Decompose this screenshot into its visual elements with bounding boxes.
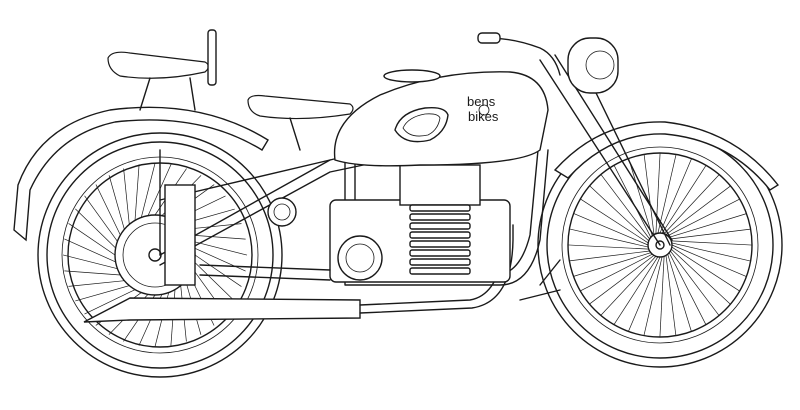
wheel-spoke: [671, 248, 731, 305]
wheel-spoke: [569, 228, 649, 248]
wheel-spoke: [134, 164, 140, 221]
cylinder-fins: [409, 204, 471, 275]
wheel-spoke: [655, 152, 661, 234]
wheel-spoke: [657, 154, 677, 234]
carburetor-block: [399, 164, 481, 206]
wheel-spoke: [62, 254, 118, 270]
rear-fender: [13, 106, 269, 242]
wheel-spoke: [95, 184, 121, 236]
handlebar-grip: [477, 32, 501, 44]
wheel-spoke: [671, 242, 751, 262]
wheel-spoke: [573, 252, 651, 277]
wheel-spoke: [643, 154, 655, 235]
wheel-spoke: [589, 255, 655, 305]
wheel-spoke: [194, 261, 235, 302]
wheel-spoke: [64, 238, 116, 263]
front-fork: [539, 37, 673, 246]
wheel-spoke: [670, 250, 720, 316]
rear-axle-hub: [148, 248, 162, 262]
front-fender: [553, 121, 780, 191]
wheel-spoke: [68, 280, 125, 287]
wheel-spoke: [600, 174, 650, 240]
engine: [164, 164, 511, 286]
wheel-spoke: [75, 208, 116, 249]
wheel-spoke: [589, 185, 649, 242]
cylinder-fin: [409, 222, 471, 230]
wheel-spoke: [573, 213, 649, 246]
wheel-spoke: [194, 247, 246, 272]
exhaust-muffler: [83, 297, 361, 323]
cylinder-fin: [409, 267, 471, 275]
fuel-cap: [383, 69, 441, 83]
wheel-spoke: [189, 234, 246, 240]
wheel-spoke: [659, 256, 665, 338]
wheel-spoke: [628, 256, 661, 332]
wheel-spoke: [68, 223, 116, 256]
wheel-spoke: [671, 240, 753, 246]
wheel-spoke: [665, 185, 731, 235]
wheel-spoke: [567, 244, 649, 250]
cylinder-fin: [409, 213, 471, 221]
gearbox-housing: [164, 184, 196, 286]
watermark-line1: bens: [467, 94, 496, 109]
wheel-spoke: [580, 198, 649, 244]
wheel-spoke: [108, 175, 125, 230]
watermark-line2: bikes: [468, 109, 499, 124]
wheel-spoke: [670, 228, 751, 240]
cylinder-fin: [409, 240, 471, 248]
wheel-spoke: [613, 256, 659, 325]
air-filter: [267, 197, 297, 227]
wheel-spoke: [661, 165, 707, 234]
front-wheel-spokes: [567, 152, 753, 338]
watermark: bens bikes: [467, 94, 499, 124]
wheel-spoke: [628, 158, 653, 236]
wheel-spoke: [600, 256, 657, 316]
wheel-spoke: [84, 195, 118, 242]
cylinder-fin: [409, 231, 471, 239]
wheel-spoke: [669, 213, 747, 238]
wheel-spoke: [192, 240, 248, 256]
wheel-spoke: [663, 174, 720, 234]
generator-cover: [337, 235, 383, 281]
rider-seat: [247, 94, 354, 120]
wheel-spoke: [665, 255, 677, 336]
wheel-spoke: [140, 162, 156, 218]
wheel-spoke: [671, 246, 740, 292]
wheel-spoke: [75, 285, 130, 302]
wheel-spoke: [671, 244, 747, 277]
wheel-spoke: [643, 256, 663, 336]
wheel-spoke: [84, 289, 136, 315]
wheel-spoke: [667, 198, 740, 237]
wheel-spoke: [123, 168, 130, 225]
wheel-spoke: [194, 254, 242, 287]
wheel-spoke: [668, 252, 707, 325]
handlebar: [479, 37, 561, 76]
wheel-spoke: [64, 270, 121, 276]
wheel-spoke: [569, 250, 650, 262]
passenger-grab-handle: [207, 29, 217, 86]
wheel-spoke: [667, 254, 692, 332]
cylinder-fin: [409, 249, 471, 257]
cylinder-fin: [409, 204, 471, 212]
headlamp: [567, 37, 619, 94]
passenger-seat: [107, 51, 210, 79]
cylinder-fin: [409, 258, 471, 266]
wheel-spoke: [580, 253, 653, 292]
wheel-spoke: [659, 158, 692, 234]
